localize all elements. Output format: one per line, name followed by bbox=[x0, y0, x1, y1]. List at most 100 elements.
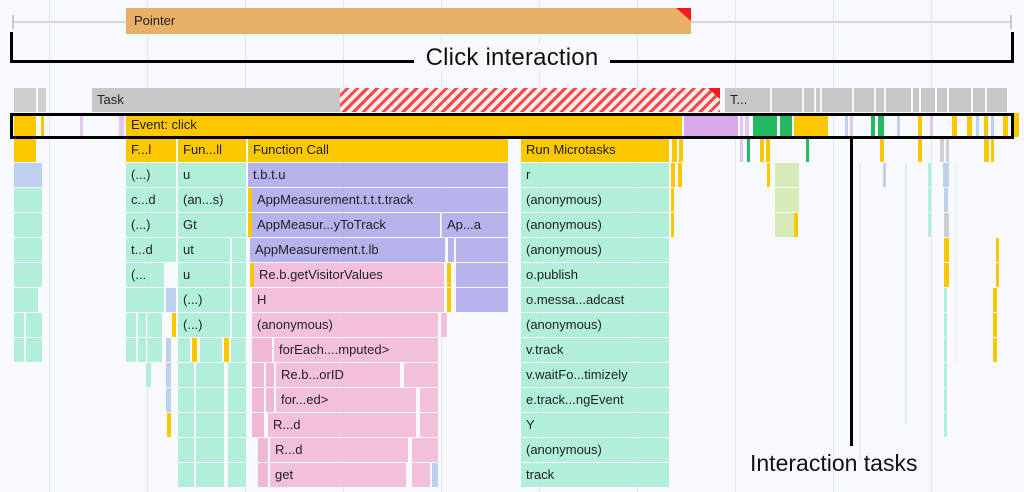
flame-block-unlabeled[interactable] bbox=[952, 113, 957, 137]
flame-block-unlabeled[interactable] bbox=[940, 138, 944, 162]
flame-block-unlabeled[interactable] bbox=[126, 313, 136, 337]
flame-block[interactable]: Task bbox=[92, 88, 340, 112]
flame-block-unlabeled[interactable] bbox=[672, 138, 677, 162]
flame-block[interactable]: (...) bbox=[126, 163, 176, 187]
flame-block-unlabeled[interactable] bbox=[178, 438, 194, 462]
flame-block-unlabeled[interactable] bbox=[984, 138, 989, 162]
flame-block-unlabeled[interactable] bbox=[984, 113, 988, 137]
flame-block[interactable]: v.waitFo...timizely bbox=[521, 363, 669, 387]
flame-block-unlabeled[interactable] bbox=[944, 238, 949, 262]
flame-block-unlabeled[interactable] bbox=[252, 338, 272, 362]
flame-block-unlabeled[interactable] bbox=[930, 113, 933, 137]
flame-block-unlabeled[interactable] bbox=[684, 113, 738, 137]
flame-block[interactable]: u bbox=[178, 163, 246, 187]
flame-block-unlabeled[interactable] bbox=[456, 238, 508, 262]
flame-block[interactable]: R...d bbox=[270, 438, 408, 462]
flame-block-unlabeled[interactable] bbox=[918, 138, 922, 162]
flame-block-unlabeled[interactable] bbox=[196, 363, 224, 387]
flame-block-unlabeled[interactable] bbox=[432, 463, 438, 487]
flame-block[interactable]: AppMeasurement.t.t.t.track bbox=[252, 188, 508, 212]
flame-block-unlabeled[interactable] bbox=[987, 88, 1007, 112]
flame-block-unlabeled[interactable] bbox=[740, 113, 743, 137]
flame-block[interactable]: AppMeasur...yToTrack bbox=[252, 213, 440, 237]
flame-block-unlabeled[interactable] bbox=[944, 263, 949, 287]
flame-block-unlabeled[interactable] bbox=[228, 413, 246, 437]
flame-block-unlabeled[interactable] bbox=[250, 263, 254, 287]
flame-block-unlabeled[interactable] bbox=[804, 88, 814, 112]
flame-block-unlabeled[interactable] bbox=[119, 113, 124, 137]
flame-block[interactable]: (anonymous) bbox=[521, 238, 669, 262]
flame-block-unlabeled[interactable] bbox=[248, 188, 252, 212]
flame-block-unlabeled[interactable] bbox=[340, 88, 720, 112]
flame-block-unlabeled[interactable] bbox=[14, 263, 42, 287]
flame-block-unlabeled[interactable] bbox=[266, 363, 274, 387]
flame-block-unlabeled[interactable] bbox=[996, 263, 999, 287]
flame-block-unlabeled[interactable] bbox=[228, 388, 246, 412]
flame-block[interactable]: t.b.t.u bbox=[248, 163, 508, 187]
flame-block-unlabeled[interactable] bbox=[993, 338, 997, 362]
flame-block-unlabeled[interactable] bbox=[880, 138, 884, 162]
flame-block[interactable]: (anonymous) bbox=[521, 213, 669, 237]
flame-block-unlabeled[interactable] bbox=[26, 338, 42, 362]
flame-block-unlabeled[interactable] bbox=[745, 113, 749, 137]
flame-block-unlabeled[interactable] bbox=[794, 213, 798, 237]
flame-block[interactable]: (...) bbox=[178, 313, 230, 337]
flame-block-unlabeled[interactable] bbox=[447, 263, 451, 287]
flame-block-unlabeled[interactable] bbox=[258, 438, 268, 462]
flame-block-unlabeled[interactable] bbox=[252, 388, 264, 412]
flame-block-unlabeled[interactable] bbox=[248, 213, 252, 237]
flame-block-unlabeled[interactable] bbox=[944, 313, 947, 337]
flame-block-unlabeled[interactable] bbox=[41, 113, 44, 137]
flame-block-unlabeled[interactable] bbox=[178, 413, 194, 437]
flame-block[interactable]: (anonymous) bbox=[521, 313, 669, 337]
flame-block-unlabeled[interactable] bbox=[854, 88, 874, 112]
flame-block[interactable]: T... bbox=[725, 88, 770, 112]
flame-block[interactable]: Gt bbox=[178, 213, 246, 237]
flame-block-unlabeled[interactable] bbox=[772, 88, 802, 112]
flame-block-unlabeled[interactable] bbox=[420, 413, 438, 437]
flame-block-unlabeled[interactable] bbox=[126, 288, 164, 312]
flame-block-unlabeled[interactable] bbox=[993, 313, 997, 337]
flame-block-unlabeled[interactable] bbox=[166, 388, 171, 412]
flame-block[interactable]: e.track...ngEvent bbox=[521, 388, 669, 412]
flame-block[interactable]: (anonymous) bbox=[252, 313, 438, 337]
flame-block-unlabeled[interactable] bbox=[967, 113, 972, 137]
flame-block[interactable]: Ap...a bbox=[442, 213, 508, 237]
flame-block-unlabeled[interactable] bbox=[166, 363, 171, 387]
flame-block-unlabeled[interactable] bbox=[252, 363, 264, 387]
flame-block-unlabeled[interactable] bbox=[200, 338, 222, 362]
flame-block-unlabeled[interactable] bbox=[822, 88, 852, 112]
flame-block-unlabeled[interactable] bbox=[412, 438, 438, 462]
flame-block-unlabeled[interactable] bbox=[441, 313, 447, 337]
flame-block-unlabeled[interactable] bbox=[38, 88, 46, 112]
flame-block-unlabeled[interactable] bbox=[944, 338, 947, 362]
flame-block[interactable]: o.publish bbox=[521, 263, 669, 287]
flame-block-unlabeled[interactable] bbox=[80, 113, 83, 137]
flame-block-unlabeled[interactable] bbox=[913, 88, 919, 112]
flame-block-unlabeled[interactable] bbox=[178, 338, 190, 362]
flame-block-unlabeled[interactable] bbox=[178, 388, 194, 412]
flame-block-unlabeled[interactable] bbox=[944, 363, 947, 387]
flame-block-unlabeled[interactable] bbox=[740, 138, 743, 162]
flame-block-unlabeled[interactable] bbox=[14, 338, 24, 362]
flame-block[interactable]: R...d bbox=[268, 413, 416, 437]
flame-block-unlabeled[interactable] bbox=[766, 138, 770, 162]
flame-block-unlabeled[interactable] bbox=[420, 388, 438, 412]
flame-block-unlabeled[interactable] bbox=[944, 388, 947, 412]
flame-block-unlabeled[interactable] bbox=[196, 438, 224, 462]
flame-block-unlabeled[interactable] bbox=[167, 413, 171, 437]
flame-block-unlabeled[interactable] bbox=[456, 288, 508, 312]
flame-block-unlabeled[interactable] bbox=[14, 213, 42, 237]
flame-block-unlabeled[interactable] bbox=[14, 138, 36, 162]
flame-block[interactable]: (anonymous) bbox=[521, 438, 669, 462]
flame-block-unlabeled[interactable] bbox=[806, 138, 809, 162]
flame-block-unlabeled[interactable] bbox=[973, 88, 985, 112]
flame-block-unlabeled[interactable] bbox=[928, 188, 931, 212]
flame-block[interactable]: (...) bbox=[178, 288, 230, 312]
flame-block[interactable]: (... bbox=[126, 263, 164, 287]
interaction-pointer-bar[interactable]: Pointer bbox=[126, 8, 691, 34]
flame-block-unlabeled[interactable] bbox=[258, 463, 268, 487]
flame-block-unlabeled[interactable] bbox=[178, 463, 194, 487]
flame-block-unlabeled[interactable] bbox=[946, 138, 949, 162]
